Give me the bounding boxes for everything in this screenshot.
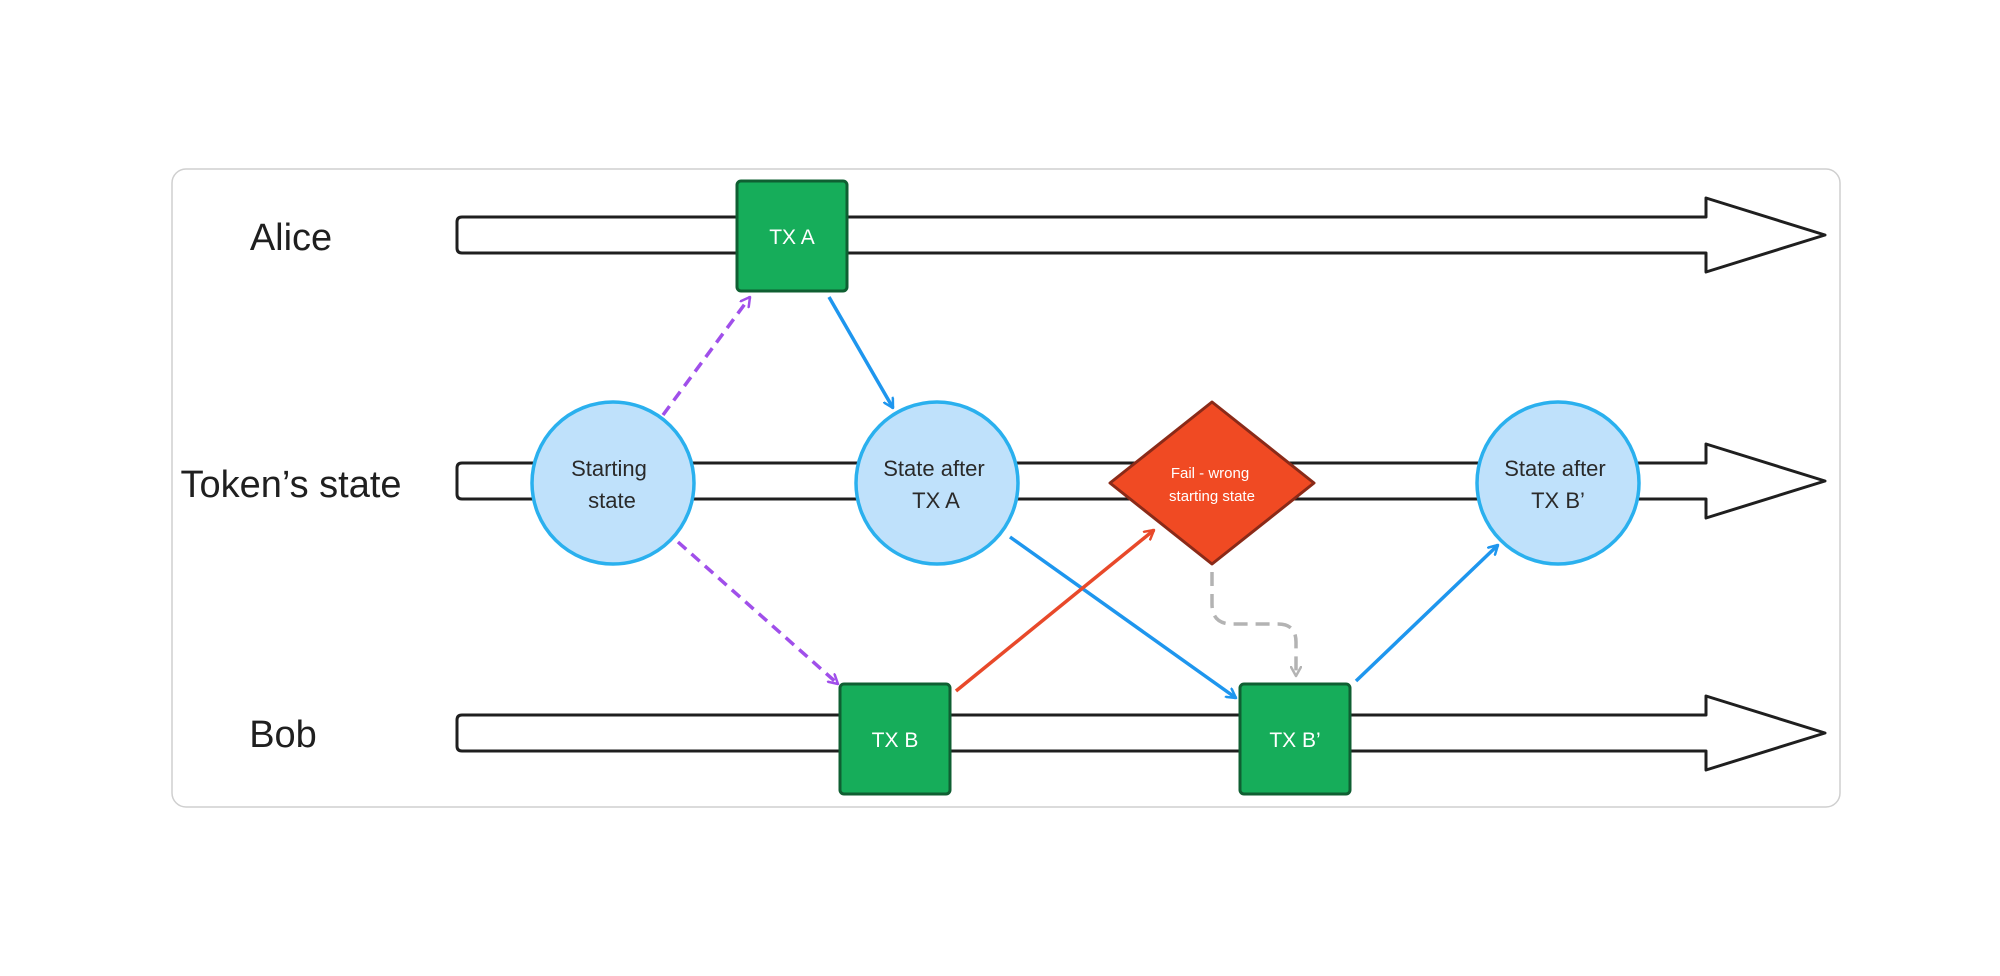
- fail-text-line-2: starting state: [1169, 488, 1255, 505]
- lane-label-token-state: Token’s state: [180, 464, 401, 506]
- state-starting-line-1: Starting: [571, 456, 647, 481]
- bob-timeline-arrow: [455, 694, 1827, 772]
- state-starting: Starting state: [530, 400, 696, 566]
- arrow-tx-b-to-fail: [954, 528, 1154, 693]
- state-after-tx-a: State after TX A: [854, 400, 1020, 566]
- tx-b-label: TX B: [872, 729, 919, 752]
- alice-timeline-arrow: [455, 196, 1827, 274]
- arrow-fail-to-tx-b-prime: [1210, 572, 1296, 676]
- state-starting-line-2: state: [588, 488, 636, 513]
- state-after-tx-a-line-2: TX A: [912, 488, 960, 513]
- state-after-tx-b-prime: State after TX B’: [1475, 400, 1641, 566]
- tx-b-prime-label: TX B’: [1269, 729, 1320, 752]
- fail-diamond: Fail - wrong starting state: [1108, 400, 1316, 566]
- lane-label-alice: Alice: [250, 217, 332, 259]
- arrow-start-to-tx-a: [661, 297, 752, 417]
- lane-label-bob: Bob: [249, 714, 317, 756]
- tx-b-prime-box: TX B’: [1238, 682, 1352, 796]
- tx-a-label: TX A: [769, 226, 815, 249]
- state-after-tx-b-prime-line-1: State after: [1504, 456, 1606, 481]
- arrow-tx-b-prime-to-state-after-b-prime: [1354, 543, 1498, 683]
- fail-text-line-1: Fail - wrong: [1171, 465, 1249, 482]
- arrow-tx-a-to-state-after-a: [827, 296, 895, 408]
- tx-a-box: TX A: [735, 179, 849, 293]
- state-after-tx-a-line-1: State after: [883, 456, 985, 481]
- tx-b-box: TX B: [838, 682, 952, 796]
- state-after-tx-b-prime-line-2: TX B’: [1531, 488, 1585, 513]
- arrow-state-after-a-to-tx-b-prime: [1008, 535, 1236, 700]
